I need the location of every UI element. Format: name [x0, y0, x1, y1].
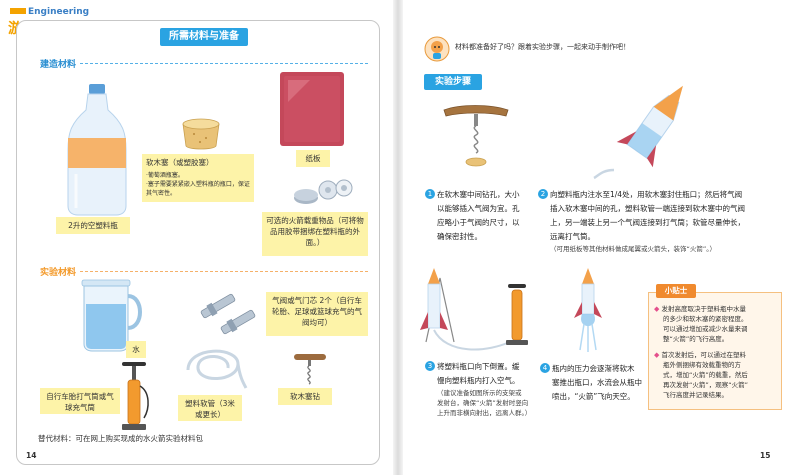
tip-1-line-2: 的多少和软木塞的紧密程度。: [663, 315, 748, 323]
step-2-line-1: 向塑料瓶内注水至1/4处，用软木塞封住瓶口；然后将气阀: [550, 190, 743, 199]
cardboard-illustration: [280, 72, 344, 146]
alternative-materials-note: 替代材料：可在网上购买现成的水火箭实验材料包: [38, 434, 203, 443]
step-2-line-2: 插入软木塞中间的孔，塑料软管一端连接到软木塞中的气阀: [550, 204, 745, 213]
tube-label: 塑料软管（3米或更长）: [178, 395, 242, 421]
tip-1-line-1: 发射高度取决于塑料瓶中水量: [661, 305, 746, 313]
tip-2-line-5: 飞行高度并记录结果。: [663, 391, 728, 399]
mascot-avatar-icon: [424, 36, 450, 62]
pump-label: 自行车胎打气筒或气球充气筒: [40, 388, 120, 414]
corkscrew-label: 软木塞钻: [278, 388, 332, 405]
step-3-line-1: 将塑料瓶口向下倒置。缓: [437, 362, 520, 371]
materials-title: 所需材料与准备: [160, 28, 248, 46]
tips-card: [648, 292, 782, 410]
step-3-note-1: （建议准备如图所示的支架或: [437, 389, 522, 397]
water-jug-illustration: [81, 279, 142, 352]
step-3-number: 3: [425, 361, 435, 371]
build-materials-heading: 建造材料: [40, 60, 77, 70]
rocket-pump-illustration: [420, 268, 528, 351]
weights-illustration: [294, 179, 353, 204]
pump-illustration: [122, 362, 149, 430]
step-3-note-3: 上升而非横向射出，远离人群。）: [437, 409, 532, 417]
experiment-divider: [80, 271, 368, 272]
valve-illustration: [200, 293, 256, 335]
cork-title: 软木塞（或塑胶塞）: [146, 158, 214, 167]
water-label: 水: [126, 341, 146, 358]
step-1-line-1: 在软木塞中间钻孔，大小: [437, 190, 520, 199]
step-3-note-2: 发射台，确保“火箭”发射时竖向: [437, 399, 529, 407]
cork-illustration: [182, 118, 220, 150]
tip-2: ◆ 首次发射后，可以通过在塑料 瓶外侧捆绑有效载重物的方 式，增加“火箭”的载重…: [654, 350, 748, 400]
cork-note-1: ·葡萄酒瓶塞。: [146, 172, 184, 179]
build-divider: [80, 63, 368, 64]
cardboard-label: 纸板: [296, 150, 330, 167]
intro-text: 材料都准备好了吗？跟着实验步骤，一起来动手制作吧！: [455, 43, 630, 51]
step-2-line-3: 上，另一端装上另一个气阀连接到打气筒；软管尽量伸长，: [550, 218, 745, 227]
step-2-number: 2: [538, 189, 548, 199]
cork-note-2: ·塞子需要紧紧嵌入塑料瓶的瓶口，保证其气密性。: [146, 181, 250, 197]
tip-2-line-2: 瓶外侧捆绑有效载重物的方: [663, 361, 741, 369]
step-2-note: （可用纸板等其他材料做成尾翼或火箭头，装饰“火箭”。）: [550, 245, 716, 253]
tip-1-line-4: 整“火箭”的飞行高度。: [663, 335, 729, 343]
page-number-left: 14: [26, 451, 37, 460]
rocket-launch-illustration: [574, 268, 602, 352]
tube-illustration: [186, 349, 248, 389]
tips-title: 小贴士: [656, 284, 696, 298]
step-1-line-4: 确保密封性。: [437, 232, 482, 241]
step-2-line-4: 远离打气筒。: [550, 232, 595, 241]
step-4-line-1: 瓶内的压力会逐渐将软木: [552, 364, 635, 373]
experiment-materials-heading: 实验材料: [40, 268, 77, 278]
tip-1: ◆ 发射高度取决于塑料瓶中水量 的多少和软木塞的紧密程度。 可以通过增加或减少水…: [654, 304, 748, 344]
tip-1-bullet-icon: ◆: [654, 305, 660, 313]
step-1-line-2: 以能够插入气阀为宜。孔: [437, 204, 520, 213]
step-4-number: 4: [540, 363, 550, 373]
tip-2-line-4: 再次发射“火箭”，观察“火箭”: [663, 381, 748, 389]
book-gutter: [393, 0, 403, 475]
corkscrew-illustration: [294, 354, 326, 385]
weights-label: 可选的火箭载重物品（可将物品用胶带捆绑在塑料瓶的外面。）: [262, 212, 368, 256]
step-4-line-3: 喷出，“火箭”飞向天空。: [552, 392, 635, 401]
page-number-right: 15: [760, 451, 771, 460]
step-1-line-3: 应略小于气阀的尺寸，以: [437, 218, 520, 227]
tip-2-line-1: 首次发射后，可以通过在塑料: [661, 351, 746, 359]
tip-1-line-3: 可以通过增加或减少水量来调: [663, 325, 748, 333]
tip-2-bullet-icon: ◆: [654, 351, 660, 359]
corkscrew-step-illustration: [443, 105, 509, 167]
brand-english: Engineering: [28, 7, 90, 17]
steps-title: 实验步骤: [424, 74, 482, 90]
plastic-bottle-illustration: [67, 84, 127, 216]
cork-label: 软木塞（或塑胶塞） ·葡萄酒瓶塞。 ·塞子需要紧紧嵌入塑料瓶的瓶口，保证其气密性…: [142, 154, 254, 202]
tip-2-line-3: 式，增加“火箭”的载重，然后: [663, 371, 748, 379]
step-1-number: 1: [425, 189, 435, 199]
step-3-line-2: 慢向塑料瓶内打入空气。: [437, 376, 520, 385]
step-4-line-2: 塞推出瓶口，水流会从瓶中: [552, 378, 642, 387]
rocket-setup-illustration: [593, 85, 683, 180]
bottle-label: 2升的空塑料瓶: [56, 217, 130, 234]
valve-label: 气阀或气门芯 2个（自行车轮胎、足球或篮球充气的气阀均可）: [266, 292, 368, 336]
brand-logo-icon: [10, 8, 26, 14]
